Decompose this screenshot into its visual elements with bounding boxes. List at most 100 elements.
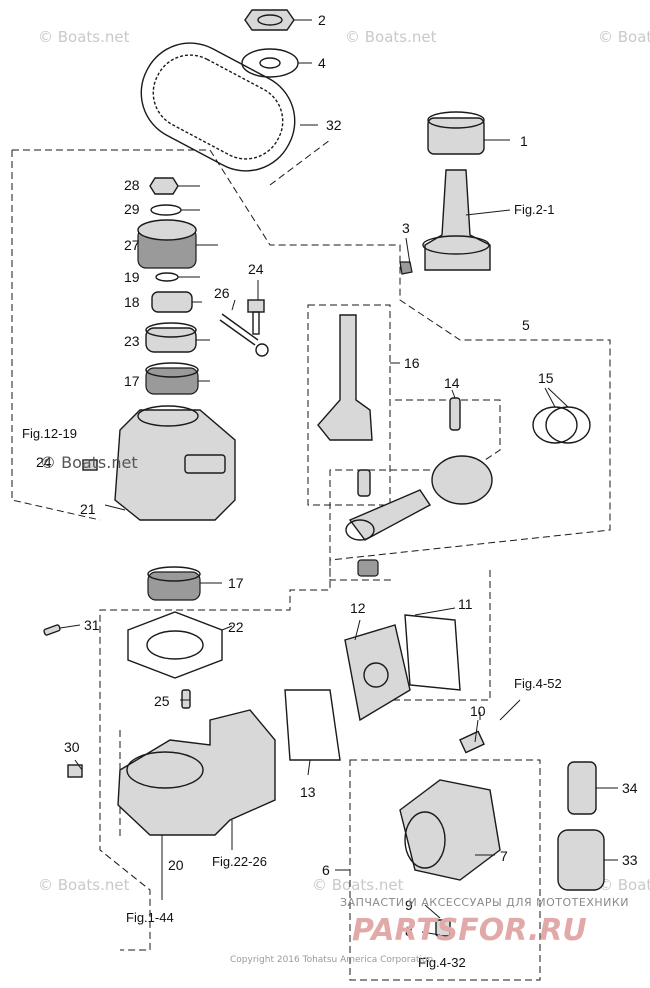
oil-seal-large-part (145, 327, 197, 353)
fuel-filter-part (557, 829, 605, 891)
pump-bolt-part (459, 730, 485, 754)
nut-part (244, 9, 295, 31)
diaphragm-gasket-part (284, 689, 341, 761)
watermark: © Boats.net (345, 28, 437, 46)
figure-ref-fig-12-19: Fig.12-19 (22, 426, 77, 441)
figure-ref-fig-4-52: Fig.4-52 (514, 676, 562, 691)
upper-housing-bore (137, 405, 199, 427)
callout-33: 33 (622, 852, 638, 868)
callout-29: 29 (124, 201, 140, 217)
piston-pin-part (449, 397, 461, 431)
figure-ref-fig-1-44: Fig.1-44 (126, 910, 174, 925)
callout-19: 19 (124, 269, 140, 285)
ground-cable-terminal (255, 343, 269, 357)
washer-part (241, 48, 299, 78)
bolt-head-lower-part (82, 459, 98, 471)
drain-plug-part (435, 919, 451, 937)
watermark: © Boats.net (312, 876, 404, 894)
connecting-rod-big-end (345, 519, 375, 541)
lower-housing-part (117, 709, 276, 836)
ball-bearing-upper-top (145, 362, 199, 378)
oil-seal-small-part (151, 291, 193, 313)
piston-ring-part (545, 406, 591, 444)
callout-24-lower: 24 (36, 454, 52, 470)
ball-bearing-upper-part (145, 367, 199, 395)
pulley-cap-part (427, 117, 485, 155)
callout-5: 5 (522, 317, 530, 333)
flywheel-shaft-collar (422, 235, 490, 255)
callout-17-upper: 17 (124, 373, 140, 389)
figure-ref-fig-22-26: Fig.22-26 (212, 854, 267, 869)
needle-bearing-part (357, 559, 379, 577)
leader-lines (59, 19, 618, 936)
upper-housing-part (114, 409, 236, 521)
callout-31: 31 (84, 617, 100, 633)
figure-ref-fig-4-32: Fig.4-32 (418, 955, 466, 970)
callout-15: 15 (538, 370, 554, 386)
callout-28: 28 (124, 177, 140, 193)
ground-cable-part (219, 313, 259, 346)
callout-21: 21 (80, 501, 96, 517)
woodruff-key-part (399, 261, 413, 275)
callout-6: 6 (322, 862, 330, 878)
crankshaft-part (317, 314, 373, 441)
fuel-pump-diaphragm (404, 811, 446, 869)
callout-7: 7 (500, 848, 508, 864)
callout-1: 1 (520, 133, 528, 149)
pulley-nut-part (149, 177, 179, 195)
callout-34: 34 (622, 780, 638, 796)
callout-25: 25 (154, 693, 170, 709)
callout-11: 11 (458, 596, 473, 612)
watermark-overlay: © Boats.net (40, 453, 138, 472)
callout-26: 26 (214, 285, 230, 301)
callout-4: 4 (318, 55, 326, 71)
piston-part (431, 455, 493, 505)
watermark: © Boats.net (38, 876, 130, 894)
callout-22: 22 (228, 619, 244, 635)
bolt-shank-part (252, 311, 260, 335)
flywheel-shaft-part (424, 169, 491, 271)
callout-16: 16 (404, 355, 420, 371)
connecting-rod-part (348, 489, 432, 541)
spacer-washer-part (155, 272, 179, 282)
washer-bore (259, 57, 281, 69)
valve-plate-part (344, 624, 411, 722)
ball-bearing-lower-top (147, 566, 201, 582)
callout-13: 13 (300, 784, 316, 800)
callout-24-upper: 24 (248, 261, 264, 277)
copyright-text: Copyright 2016 Tohatsu America Corporati… (230, 955, 433, 965)
crank-pin-part (357, 469, 371, 497)
callout-10: 10 (470, 703, 486, 719)
bolt-lower-housing-part (67, 764, 83, 778)
upper-housing-boss (184, 454, 226, 474)
pin-part (181, 689, 191, 709)
housing-gasket-bore (146, 630, 204, 660)
figure-ref-fig-2-1: Fig.2-1 (514, 202, 554, 217)
callout-18: 18 (124, 294, 140, 310)
ball-bearing-lower-part (147, 571, 201, 601)
callout-9: 9 (405, 897, 413, 913)
watermark: © Boats.net (598, 28, 650, 46)
callout-30: 30 (64, 739, 80, 755)
fuel-hose-part (567, 761, 597, 815)
callout-2: 2 (318, 12, 326, 28)
callout-8: 8 (405, 923, 413, 939)
valve-plate-port (363, 662, 389, 688)
callout-23: 23 (124, 333, 140, 349)
callout-14: 14 (444, 375, 460, 391)
timing-belt-part (140, 42, 296, 172)
pump-group-outline (349, 570, 541, 981)
callout-27: 27 (124, 237, 140, 253)
callout-17-lower: 17 (228, 575, 244, 591)
timing-belt-teeth (152, 54, 284, 160)
oil-seal-large-top (145, 322, 197, 338)
watermark: © Boats.net (598, 876, 650, 894)
powerhead-group-outline (11, 149, 611, 951)
nut-bore (257, 14, 283, 26)
callout-20: 20 (168, 857, 184, 873)
pump-gasket-part (404, 614, 461, 691)
drive-pulley-top (137, 219, 197, 241)
callout-32: 32 (326, 117, 342, 133)
